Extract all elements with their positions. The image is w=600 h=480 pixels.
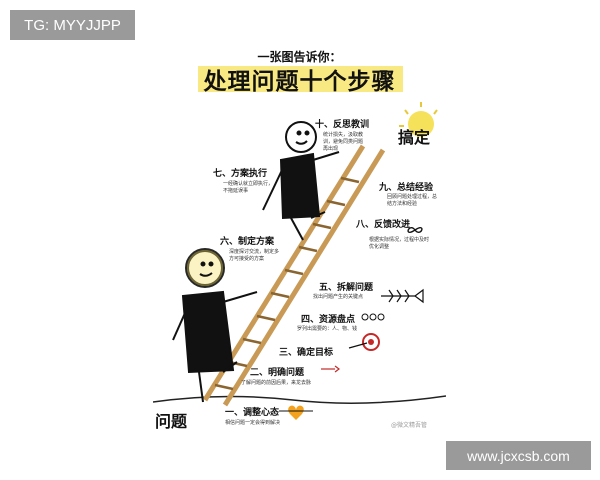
target-icon xyxy=(348,333,380,351)
handwritten-done: 搞定 xyxy=(398,128,431,147)
step-2-label: 二、明确问题 xyxy=(250,368,305,378)
resources-icon xyxy=(361,313,385,321)
poster-subtitle: 一张图告诉你： xyxy=(257,50,342,64)
telegram-badge: TG: MYYJJPP xyxy=(10,10,135,40)
heart-icon xyxy=(279,405,313,420)
step-3-label: 三、确定目标 xyxy=(279,348,334,358)
ground-line xyxy=(153,395,446,404)
step-10-label: 十、反思教训 xyxy=(315,120,370,130)
step-4-label: 四、资源盘点 xyxy=(301,315,356,325)
step-6-desc: 深度探讨交流，制定多方可接受的方案 xyxy=(229,249,280,262)
step-1-label: 一、调整心态 xyxy=(225,408,280,418)
step-5-desc: 找出问题产生的关键点 xyxy=(313,294,364,300)
question-arrow-icon xyxy=(321,365,340,373)
top-climber-figure xyxy=(262,121,340,241)
step-8-label: 八、反馈改进 xyxy=(356,220,411,230)
sun-icon xyxy=(399,102,438,137)
site-watermark-badge: www.jcxcsb.com xyxy=(446,441,591,470)
step-7-label: 七、方案执行 xyxy=(213,169,268,179)
step-5-label: 五、拆解问题 xyxy=(319,283,374,293)
step-2-desc: 了解问题的前因后果，来龙去脉 xyxy=(241,380,312,386)
fishbone-icon xyxy=(381,288,424,304)
step-7-desc: 一经确认就立即执行，不拖延误事 xyxy=(223,181,274,194)
step-6-label: 六、制定方案 xyxy=(220,237,275,247)
poster: 一张图告诉你： 处理问题十个步骤 搞定 问题 十、反思教训 统计损失，汲取教训，… xyxy=(153,40,446,440)
step-10-desc: 统计损失，汲取教训，避免同类问题再出现 xyxy=(323,132,364,152)
handwritten-problem: 问题 xyxy=(155,412,188,431)
step-4-desc: 罗列出需要的：人、物、钱 xyxy=(297,326,358,332)
poster-title: 处理问题十个步骤 xyxy=(203,69,396,95)
step-9-desc: 回顾问题处理过程，总结方法和经验 xyxy=(387,194,438,207)
title-highlight xyxy=(198,66,403,92)
step-8-desc: 根据实际情况，过程中及时优化调整 xyxy=(369,237,430,250)
poster-watermark: @微文精吾管 xyxy=(391,422,428,429)
step-9-label: 九、总结经验 xyxy=(379,183,434,193)
loop-icon xyxy=(407,227,423,233)
step-1-desc: 相信问题一定会得到解决 xyxy=(225,420,281,426)
bottom-climber-figure xyxy=(172,248,258,403)
poster-illustration xyxy=(153,66,446,420)
